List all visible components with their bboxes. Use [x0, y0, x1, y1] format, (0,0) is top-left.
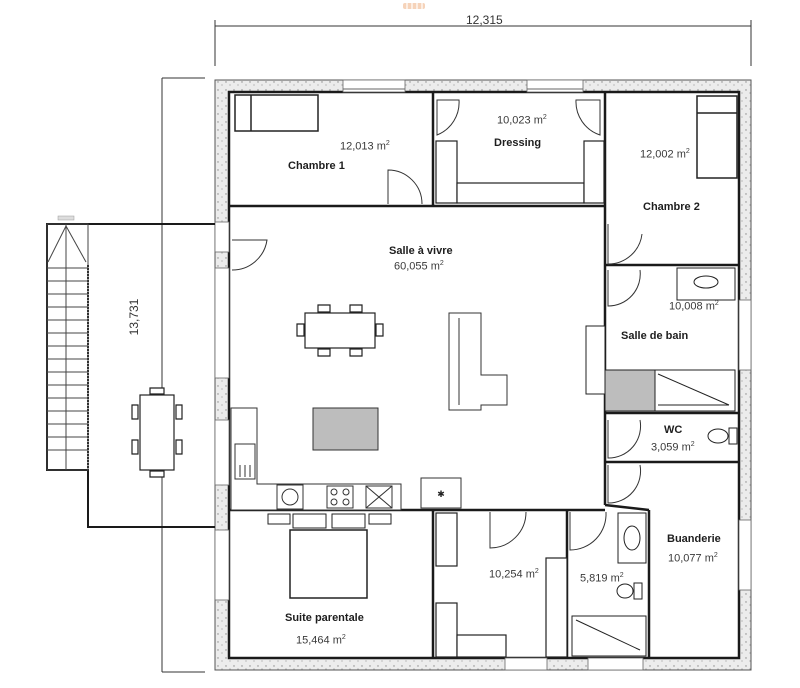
room-area-salle-a-vivre: 60,055 m2 [394, 260, 444, 273]
height-dimension-label: 13,731 [127, 298, 141, 336]
dressing-cabinets [435, 140, 605, 204]
room-area-chambre-1: 12,013 m2 [340, 140, 390, 153]
doors [231, 99, 643, 551]
room-name-dressing: Dressing [494, 137, 542, 149]
room-area-chambre-2: 12,002 m2 [640, 148, 690, 161]
terrace [46, 223, 215, 528]
dimension-height [161, 77, 205, 673]
terrace-table [131, 387, 183, 478]
room-area-wc: 3,059 m2 [651, 441, 695, 454]
sofa [448, 312, 508, 411]
room-name-suite-parentale: Suite parentale [285, 612, 364, 624]
room-area-buanderie: 10,077 m2 [668, 552, 718, 565]
suite-dressing-cabinets [435, 512, 568, 658]
bed-chambre-2 [696, 95, 738, 179]
room-area-suite-dressing: 10,254 m2 [489, 568, 539, 581]
room-name-salle-a-vivre: Salle à vivre [389, 245, 453, 257]
room-name-wc: WC [664, 424, 683, 436]
room-name-chambre-2: Chambre 2 [643, 201, 700, 213]
dimension-width [214, 20, 752, 66]
kitchen-counter: ✱ [230, 407, 462, 511]
room-area-suite-bathroom: 5,819 m2 [580, 572, 624, 585]
suite-bathroom-fixtures [571, 512, 647, 657]
room-name-salle-de-bain: Salle de bain [621, 330, 689, 342]
staircase [46, 215, 89, 471]
bed-chambre-1 [234, 94, 319, 132]
room-area-suite-parentale: 15,464 m2 [296, 634, 346, 647]
bed-suite-parentale [267, 513, 392, 599]
room-name-chambre-1: Chambre 1 [288, 160, 345, 172]
dining-table [296, 304, 384, 357]
room-name-buanderie: Buanderie [667, 533, 721, 545]
svg-text:✱: ✱ [437, 489, 445, 499]
width-dimension-label: 12,315 [466, 13, 503, 27]
salle-de-bain-fixtures [585, 267, 736, 412]
kitchen-island [312, 407, 379, 451]
room-area-dressing: 10,023 m2 [497, 114, 547, 127]
room-area-salle-de-bain: 10,008 m2 [669, 300, 719, 313]
top-marker [403, 3, 425, 9]
toilet-wc [707, 427, 738, 445]
